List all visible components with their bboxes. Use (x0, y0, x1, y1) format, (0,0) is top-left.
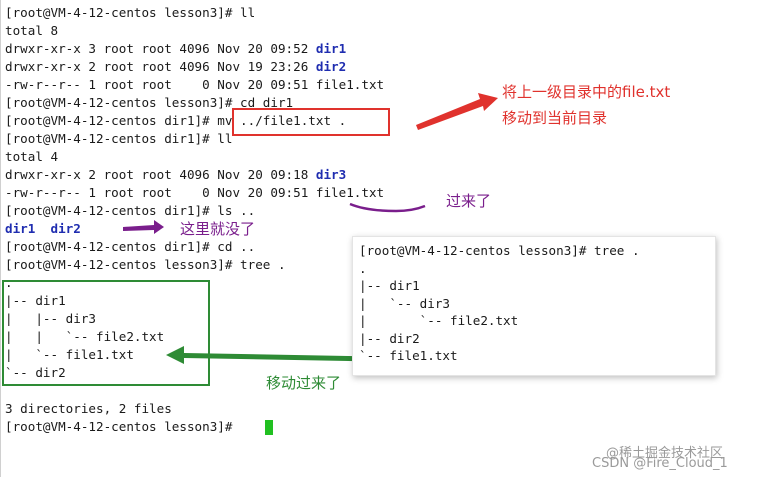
terminal-line: | | `-- file2.txt (5, 329, 165, 344)
terminal-line: 3 directories, 2 files (5, 401, 172, 416)
green-arrow-icon (166, 346, 404, 364)
tree-after-panel: [root@VM-4-12-centos lesson3]# tree . . … (352, 236, 716, 376)
tree-line: `-- file1.txt (359, 348, 458, 363)
tree-line: [root@VM-4-12-centos lesson3]# tree . (359, 243, 640, 258)
terminal-line: drwxr-xr-x 3 root root 4096 Nov 20 09:52… (5, 41, 347, 56)
gone-here-note: 这里就没了 (180, 220, 256, 238)
terminal-line: [root@VM-4-12-centos lesson3]# tree . (5, 257, 286, 272)
terminal-line: [root@VM-4-12-centos dir1]# mv ../file1.… (5, 113, 347, 128)
tree-line: |-- dir2 (359, 330, 420, 346)
terminal-line: -rw-r--r-- 1 root root 0 Nov 20 09:51 fi… (5, 185, 385, 200)
dir-name: dir2 (50, 221, 81, 236)
terminal-line: `-- dir2 (5, 365, 66, 380)
terminal-line: . (5, 275, 13, 290)
terminal-line: dir1 dir2 (5, 220, 81, 238)
terminal-line: [root@VM-4-12-centos lesson3]# cd dir1 (5, 95, 294, 110)
terminal-line: [root@VM-4-12-centos dir1]# cd .. (5, 239, 256, 254)
terminal-line: | `-- file1.txt (5, 347, 134, 362)
terminal-line: [root@VM-4-12-centos dir1]# ll (5, 131, 233, 146)
dir-name: dir1 (5, 221, 36, 236)
terminal-line: |-- dir1 (5, 293, 66, 308)
terminal-line: drwxr-xr-x 2 root root 4096 Nov 19 23:26… (5, 59, 347, 74)
watermark-juejin: @稀土掘金技术社区 (606, 446, 724, 461)
tree-line: . (359, 260, 367, 276)
move-note-line1: 将上一级目录中的file.txt (502, 83, 671, 101)
tree-line: | `-- dir3 (359, 295, 450, 311)
dir-name: dir2 (315, 59, 347, 74)
tree-line: | `-- file2.txt (359, 313, 519, 328)
purple-arrow-icon (123, 220, 164, 234)
dir-name: dir1 (315, 41, 347, 56)
terminal-line: [root@VM-4-12-centos lesson3]# ll (5, 5, 256, 20)
terminal-line: total 4 (5, 149, 59, 164)
tree-before-highlight-box (2, 280, 210, 386)
came-over-note: 过来了 (446, 192, 492, 210)
moved-over-note: 移动过来了 (266, 374, 342, 392)
terminal-cursor (265, 420, 273, 435)
terminal-line: total 8 (5, 23, 59, 38)
dir-name: dir3 (315, 167, 347, 182)
terminal-line: [root@VM-4-12-centos dir1]# ls .. (5, 203, 256, 218)
terminal-line: drwxr-xr-x 2 root root 4096 Nov 20 09:18… (5, 167, 347, 182)
terminal-line: -rw-r--r-- 1 root root 0 Nov 20 09:51 fi… (5, 77, 385, 92)
terminal-line: [root@VM-4-12-centos lesson3]# (5, 419, 241, 434)
terminal-line: | |-- dir3 (5, 311, 96, 326)
mv-command-highlight-box (232, 108, 390, 136)
tree-line: |-- dir1 (359, 278, 420, 293)
move-note-line2: 移动到当前目录 (502, 109, 608, 127)
watermark-csdn: CSDN @Fire_Cloud_1 (592, 456, 728, 471)
purple-underline-icon (349, 202, 426, 213)
red-arrow-icon (416, 93, 498, 130)
